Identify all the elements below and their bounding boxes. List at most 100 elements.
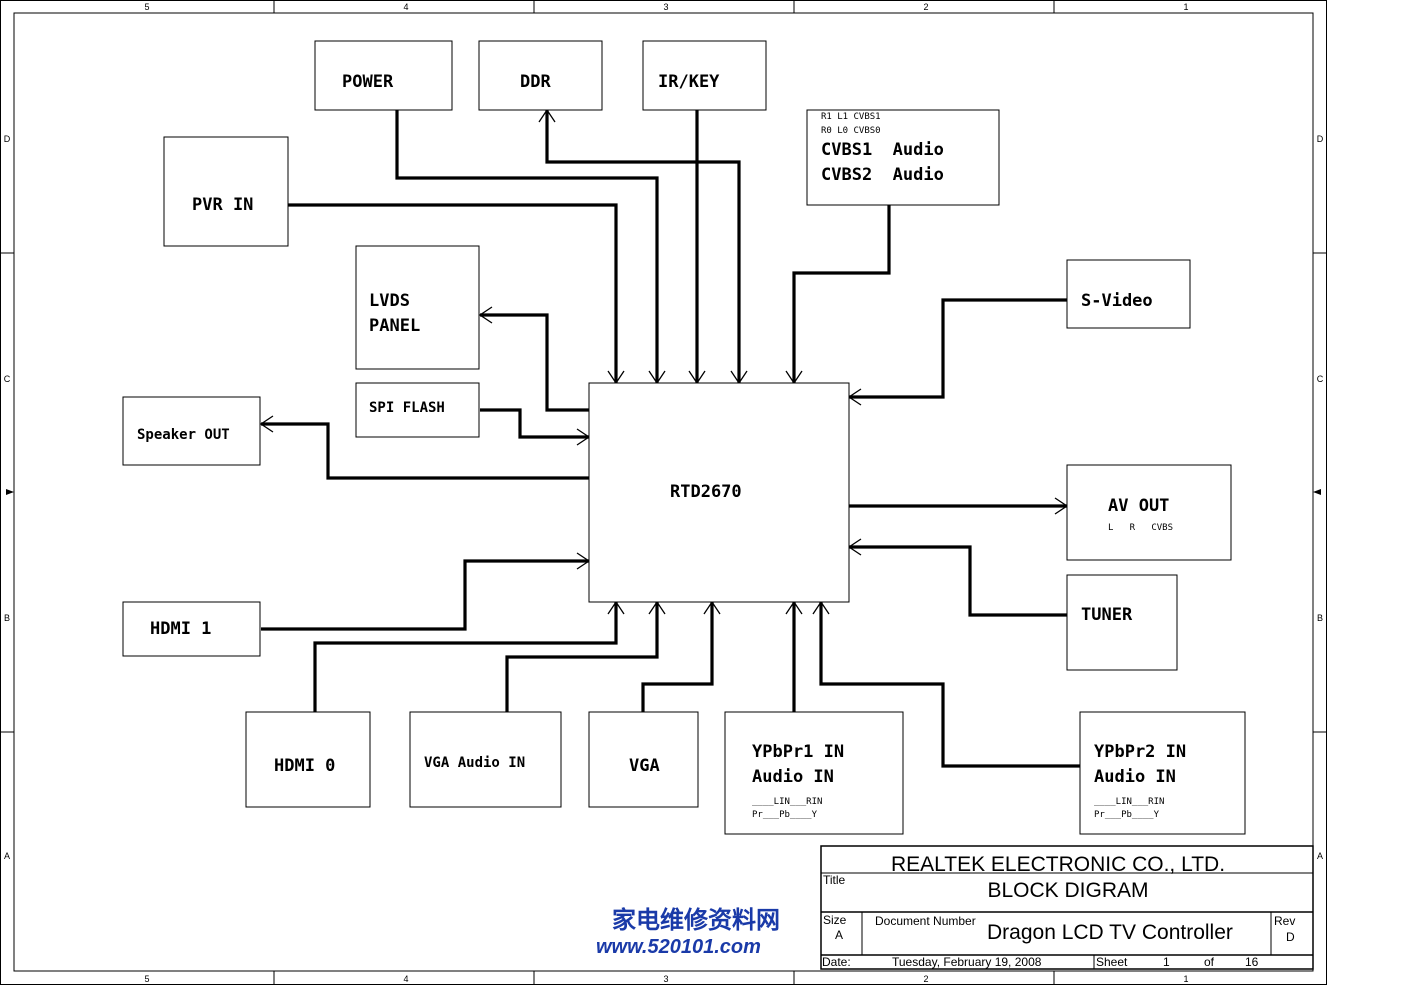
watermark: 家电维修资料网 www.520101.com — [596, 905, 780, 958]
ypbpr2-label: YPbPr2 IN — [1094, 742, 1186, 762]
speaker-out-block — [122, 396, 261, 466]
zone-top-1: 1 — [1183, 2, 1188, 12]
hdmi1-block — [122, 601, 261, 657]
zone-left-c: C — [4, 374, 11, 384]
rev-value: D — [1286, 930, 1295, 944]
chip-label: RTD2670 — [670, 482, 742, 502]
watermark-url: www.520101.com — [596, 936, 761, 958]
vga-audio-label: VGA Audio IN — [424, 755, 525, 771]
hdmi0-label: HDMI 0 — [274, 756, 335, 776]
zone-right-c: C — [1317, 374, 1324, 384]
sheet-label: Sheet — [1096, 955, 1128, 969]
date-label: Date: — [822, 955, 851, 969]
zone-bottom-4: 4 — [403, 974, 408, 984]
vga-audio-block — [409, 711, 562, 808]
wire-lvds — [480, 313, 589, 412]
center-mark-right — [1313, 489, 1321, 495]
zone-right-a: A — [1317, 851, 1323, 861]
ddr-label: DDR — [520, 72, 551, 92]
pvr-label: PVR IN — [192, 195, 253, 215]
wire-vga-audio — [505, 602, 659, 712]
ddr-block — [478, 40, 603, 111]
of-label: of — [1204, 955, 1215, 969]
cvbs-block — [806, 109, 1000, 206]
zone-bottom-3: 3 — [663, 974, 668, 984]
wire-hdmi0 — [313, 602, 618, 712]
ypbpr2-audio-label: Audio IN — [1094, 767, 1176, 787]
cvbs-pins-1: R1 L1 CVBS1 — [821, 112, 881, 122]
wire-ypbpr2 — [819, 602, 1080, 768]
zone-bottom-5: 5 — [144, 974, 149, 984]
wire-svideo — [849, 298, 1067, 399]
sheet-number: 1 — [1163, 955, 1170, 969]
watermark-chinese: 家电维修资料网 — [612, 905, 780, 934]
lvds-label: LVDS — [369, 291, 410, 311]
title-block: REALTEK ELECTRONIC CO., LTD. Title BLOCK… — [820, 845, 1314, 970]
power-block — [314, 40, 453, 111]
wire-tuner — [849, 545, 1067, 617]
zone-bottom-1: 1 — [1183, 974, 1188, 984]
cvbs1-label: CVBS1 Audio — [821, 140, 944, 160]
sheet-total: 16 — [1245, 955, 1259, 969]
wire-power — [395, 110, 659, 383]
company-name: REALTEK ELECTRONIC CO., LTD. — [891, 853, 1225, 876]
irkey-label: IR/KEY — [658, 72, 720, 92]
lvds-block — [355, 245, 480, 370]
rev-label: Rev — [1274, 914, 1295, 928]
cvbs-pins-0: R0 L0 CVBS0 — [821, 126, 881, 136]
ypbpr2-block — [1079, 711, 1246, 835]
zone-top-4: 4 — [403, 2, 408, 12]
wire-speaker — [261, 422, 589, 480]
av-out-label: AV OUT — [1108, 496, 1169, 516]
panel-label: PANEL — [369, 316, 420, 336]
zone-left-b: B — [4, 613, 10, 623]
av-out-pins: L R CVBS — [1108, 523, 1173, 533]
hdmi1-label: HDMI 1 — [150, 619, 211, 639]
size-value: A — [835, 928, 843, 942]
tuner-block — [1066, 574, 1178, 671]
ypbpr1-block — [724, 711, 904, 835]
spi-flash-label: SPI FLASH — [369, 400, 445, 416]
rtd2670-chip — [588, 382, 850, 603]
svideo-label: S-Video — [1081, 291, 1153, 311]
title-label: Title — [823, 873, 846, 887]
ypbpr1-pins-audio: ____LIN___RIN — [752, 797, 822, 807]
date-value: Tuesday, February 19, 2008 — [892, 955, 1042, 969]
wire-hdmi1 — [261, 559, 589, 631]
ypbpr1-label: YPbPr1 IN — [752, 742, 844, 762]
zone-top-2: 2 — [923, 2, 928, 12]
ypbpr2-pins-video: Pr___Pb____Y — [1094, 810, 1160, 820]
wire-spi — [480, 408, 589, 439]
title-value: BLOCK DIGRAM — [987, 879, 1148, 902]
wire-cvbs — [792, 205, 891, 383]
block-labels: POWER DDR IR/KEY PVR IN R1 L1 CVBS1 R0 L… — [137, 72, 1186, 820]
zone-labels: 5 4 3 2 1 5 4 3 2 1 D C B A D C B A — [4, 2, 1324, 984]
svideo-block — [1066, 259, 1191, 329]
zone-top-3: 3 — [663, 2, 668, 12]
zone-left-d: D — [4, 134, 11, 144]
hdmi0-block — [245, 711, 371, 808]
zone-left-a: A — [4, 851, 10, 861]
speaker-out-label: Speaker OUT — [137, 427, 230, 443]
docnum-label: Document Number — [875, 914, 976, 928]
zone-right-b: B — [1317, 613, 1323, 623]
irkey-block — [642, 40, 767, 111]
connection-wires — [261, 110, 1080, 768]
cvbs2-label: CVBS2 Audio — [821, 165, 944, 185]
center-mark-left — [6, 489, 14, 495]
docnum-value: Dragon LCD TV Controller — [987, 921, 1233, 944]
pvr-block — [163, 136, 289, 247]
tuner-label: TUNER — [1081, 605, 1133, 625]
spi-flash-block — [355, 382, 480, 438]
ypbpr2-pins-audio: ____LIN___RIN — [1094, 797, 1164, 807]
wire-pvr — [288, 203, 618, 383]
vga-label: VGA — [629, 756, 660, 776]
size-label: Size — [823, 913, 847, 927]
wire-vga — [641, 602, 714, 712]
ypbpr1-pins-video: Pr___Pb____Y — [752, 810, 818, 820]
power-label: POWER — [342, 72, 394, 92]
wire-ddr — [545, 110, 741, 383]
zone-right-d: D — [1317, 134, 1324, 144]
